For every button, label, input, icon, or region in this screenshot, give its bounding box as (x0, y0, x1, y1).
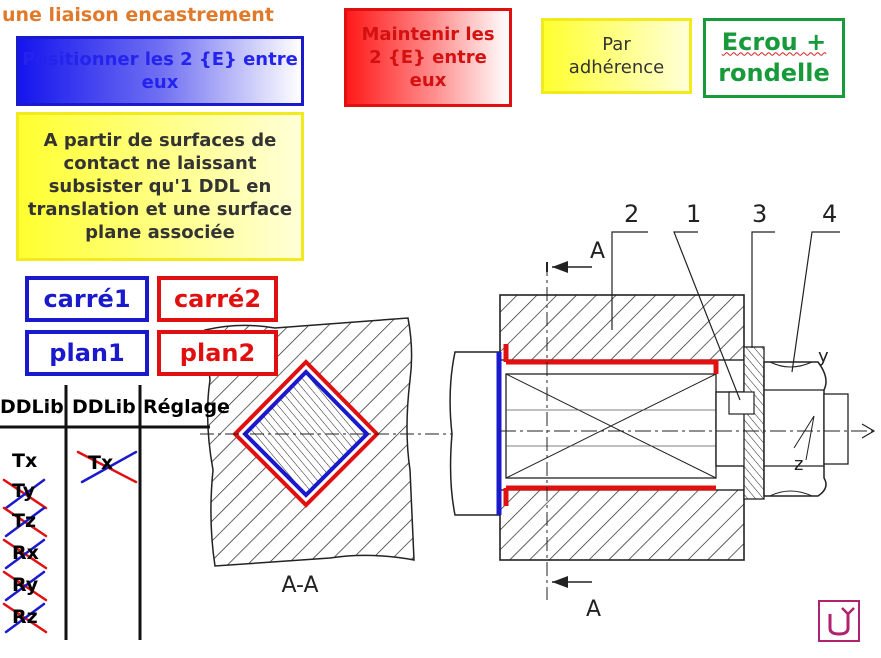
position-line1: Positionner les 2 {E} entre (22, 48, 298, 70)
z-axis-line (793, 415, 815, 461)
section-square-red (232, 359, 380, 508)
dof-tz: Tz (12, 510, 37, 532)
maintain-line2: 2 {E} entre (369, 46, 487, 68)
leader-4 (791, 231, 840, 373)
leader-3 (751, 231, 775, 348)
cut-letter-top: A (590, 239, 605, 264)
section-label: A-A (281, 573, 318, 598)
cut-arrow-top-icon (552, 261, 568, 273)
position-line2: eux (141, 72, 179, 93)
nut-arc-bottom (769, 490, 813, 497)
nut-line2: rondelle (718, 59, 830, 87)
dof-rz: Rz (12, 606, 38, 628)
bolt-end (823, 393, 849, 465)
contact-red-bottom (503, 485, 716, 506)
cut-letter-bottom: A (586, 597, 601, 622)
nut-box: Ecrou + rondelle (703, 18, 845, 98)
contact-red-top (503, 344, 719, 374)
shaft-diagonal-2 (505, 373, 717, 479)
dof-ty: Ty (12, 480, 36, 502)
leader-2 (611, 231, 648, 330)
bolt-head-small (728, 391, 755, 415)
dof-ry: Ry (12, 574, 39, 596)
part-label-2: 2 (624, 200, 639, 228)
surfaces-box: A partir de surfaces de contact ne laiss… (16, 112, 304, 261)
undo-button[interactable] (818, 600, 860, 642)
table-header-ddlib-1: DDLib (0, 396, 64, 418)
leader-1 (673, 231, 741, 401)
maintain-line1: Maintenir les (361, 23, 495, 45)
shaft-stub (449, 351, 501, 516)
dof-rx: Rx (12, 542, 39, 564)
surfaces-line4: translation et une surface (27, 199, 293, 221)
table-header-reglage: Réglage (143, 396, 230, 418)
nut-line1: Ecrou + (721, 28, 827, 57)
dof-tx: Tx (12, 450, 38, 472)
cross-marks (2, 450, 138, 634)
table-header-ddlib-2: DDLib (72, 396, 136, 418)
tag-carre1: carré1 (25, 276, 149, 322)
surfaces-line5: plane associée (85, 222, 235, 244)
adherence-line2: adhérence (568, 57, 665, 78)
surfaces-line1: A partir de surfaces de (43, 129, 277, 151)
maintain-line3: eux (409, 70, 447, 92)
tag-plan1: plan1 (25, 330, 149, 376)
maintain-box: Maintenir les 2 {E} entre eux (344, 8, 512, 107)
part-4-nut (763, 361, 827, 497)
nut-arc-top (769, 361, 813, 368)
axis-arrow-icon (861, 423, 876, 439)
axis-z-label: z (794, 454, 803, 475)
part-label-4: 4 (822, 200, 837, 228)
adherence-line1: Par (602, 33, 631, 55)
surfaces-line3: subsister qu'1 DDL en (48, 175, 272, 197)
page-title: une liaison encastrement (2, 4, 274, 26)
undo-arrow-icon (828, 607, 855, 636)
dof-tx-col2: Tx (88, 452, 114, 474)
cut-arrow-bottom-icon (552, 576, 568, 588)
position-box: Positionner les 2 {E} entre eux (16, 36, 304, 106)
tag-carre2: carré2 (157, 276, 278, 322)
tag-plan2: plan2 (157, 330, 278, 376)
axis-y-label: y (818, 346, 829, 367)
surfaces-line2: contact ne laissant (63, 152, 257, 174)
part-label-1: 1 (686, 200, 701, 228)
adherence-box: Par adhérence (541, 18, 692, 94)
part-3-washer (743, 346, 765, 500)
part-label-3: 3 (752, 200, 767, 228)
